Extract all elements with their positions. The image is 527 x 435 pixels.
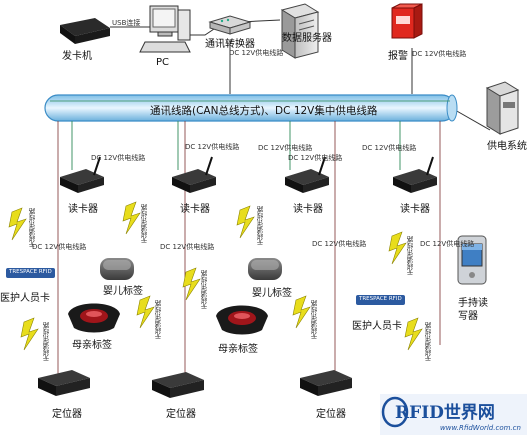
label-wireless-8: 无线通讯线路 bbox=[311, 300, 319, 339]
locator-1 bbox=[38, 370, 90, 396]
bus-label: 通讯线路(CAN总线方式)、DC 12V集中供电线路 bbox=[150, 105, 378, 117]
card-issuer-device bbox=[60, 18, 110, 44]
label-locator-2: 定位器 bbox=[166, 409, 196, 420]
watermark-logo bbox=[380, 394, 527, 435]
label-locator-1: 定位器 bbox=[52, 409, 82, 420]
locator-devices bbox=[38, 370, 352, 398]
watermark-text: RFID世界网 bbox=[395, 403, 495, 423]
label-wireless-3: 无线通讯线路 bbox=[257, 206, 265, 245]
label-reader-1: 读卡器 bbox=[68, 204, 98, 215]
label-reader-4: 读卡器 bbox=[400, 204, 430, 215]
reader-2 bbox=[172, 156, 216, 193]
label-wireless-9: 无线通讯线路 bbox=[425, 322, 433, 361]
reader-3 bbox=[285, 156, 329, 193]
label-wireless-2: 无线通讯线路 bbox=[141, 204, 149, 243]
reader-4 bbox=[393, 156, 437, 193]
label-dc-7: DC 12V供电线路 bbox=[160, 243, 215, 251]
label-dc-6: DC 12V供电线路 bbox=[32, 243, 87, 251]
watermark-url: www.RfidWorld.com.cn bbox=[440, 424, 521, 432]
mother-tag-1 bbox=[68, 303, 120, 333]
label-infant-tag-2: 婴儿标签 bbox=[252, 288, 292, 299]
infant-tag-devices bbox=[100, 258, 282, 280]
label-locator-3: 定位器 bbox=[316, 409, 346, 420]
label-dc-9: DC 12V供电线路 bbox=[420, 240, 475, 248]
label-mother-tag-2: 母亲标签 bbox=[218, 344, 258, 355]
can-bus bbox=[44, 94, 458, 122]
alarm-device bbox=[391, 3, 423, 39]
comm-converter-device bbox=[208, 15, 252, 35]
label-dc-1: DC 12V供电线路 bbox=[185, 143, 240, 151]
reader-devices bbox=[60, 156, 437, 193]
reader-links bbox=[71, 121, 401, 170]
label-power-system: 供电系统 bbox=[487, 141, 527, 152]
power-system-device bbox=[485, 81, 520, 135]
mother-tag-devices bbox=[68, 303, 268, 335]
pc-device bbox=[139, 5, 191, 53]
label-medical-card-left: 医护人员卡 bbox=[0, 293, 50, 304]
label-comm-converter: 通讯转换器 bbox=[205, 39, 255, 50]
label-wireless-7: 无线通讯线路 bbox=[155, 300, 163, 339]
label-dc-3: DC 12V供电线路 bbox=[362, 144, 417, 152]
label-wireless-6: 无线通讯线路 bbox=[201, 270, 209, 309]
label-usb-link: USB连接 bbox=[112, 19, 141, 27]
locator-3 bbox=[300, 370, 352, 396]
label-alarm: 报警 bbox=[388, 51, 408, 62]
label-pc: PC bbox=[156, 57, 170, 68]
mother-tag-2 bbox=[216, 305, 268, 335]
handheld-reader-device bbox=[457, 235, 487, 285]
label-mother-tag-1: 母亲标签 bbox=[72, 340, 112, 351]
label-wireless-1: 无线通讯线路 bbox=[29, 208, 37, 247]
label-dc-top-converter: DC 12V供电线路 bbox=[229, 49, 284, 57]
label-dc-top-alarm: DC 12V供电线路 bbox=[412, 50, 467, 58]
label-dc-2: DC 12V供电线路 bbox=[258, 144, 313, 152]
label-data-server: 数据服务器 bbox=[282, 33, 332, 44]
label-dc-4: DC 12V供电线路 bbox=[91, 154, 146, 162]
reader-1 bbox=[60, 156, 104, 193]
infant-tag-1 bbox=[100, 258, 134, 280]
infant-tag-2 bbox=[248, 258, 282, 280]
drop-lines bbox=[57, 121, 441, 380]
label-medical-card-right: 医护人员卡 bbox=[352, 321, 402, 332]
locator-2 bbox=[152, 372, 204, 398]
label-card-issuer: 发卡机 bbox=[62, 51, 92, 62]
badge-card-right: TRESPACE RFID bbox=[356, 295, 405, 305]
label-reader-3: 读卡器 bbox=[293, 204, 323, 215]
data-server-device bbox=[280, 3, 320, 59]
label-dc-8: DC 12V供电线路 bbox=[312, 240, 367, 248]
badge-card-left: TRESPACE RFID bbox=[6, 268, 55, 278]
label-reader-2: 读卡器 bbox=[180, 204, 210, 215]
wireless-bolts bbox=[8, 201, 423, 351]
label-wireless-4: 无线通讯线路 bbox=[407, 236, 415, 275]
label-handheld-reader: 手持读写器 bbox=[458, 298, 488, 322]
label-wireless-5: 无线通讯线路 bbox=[43, 322, 51, 361]
label-dc-5: DC 12V供电线路 bbox=[288, 154, 343, 162]
label-infant-tag-1: 婴儿标签 bbox=[103, 286, 143, 297]
